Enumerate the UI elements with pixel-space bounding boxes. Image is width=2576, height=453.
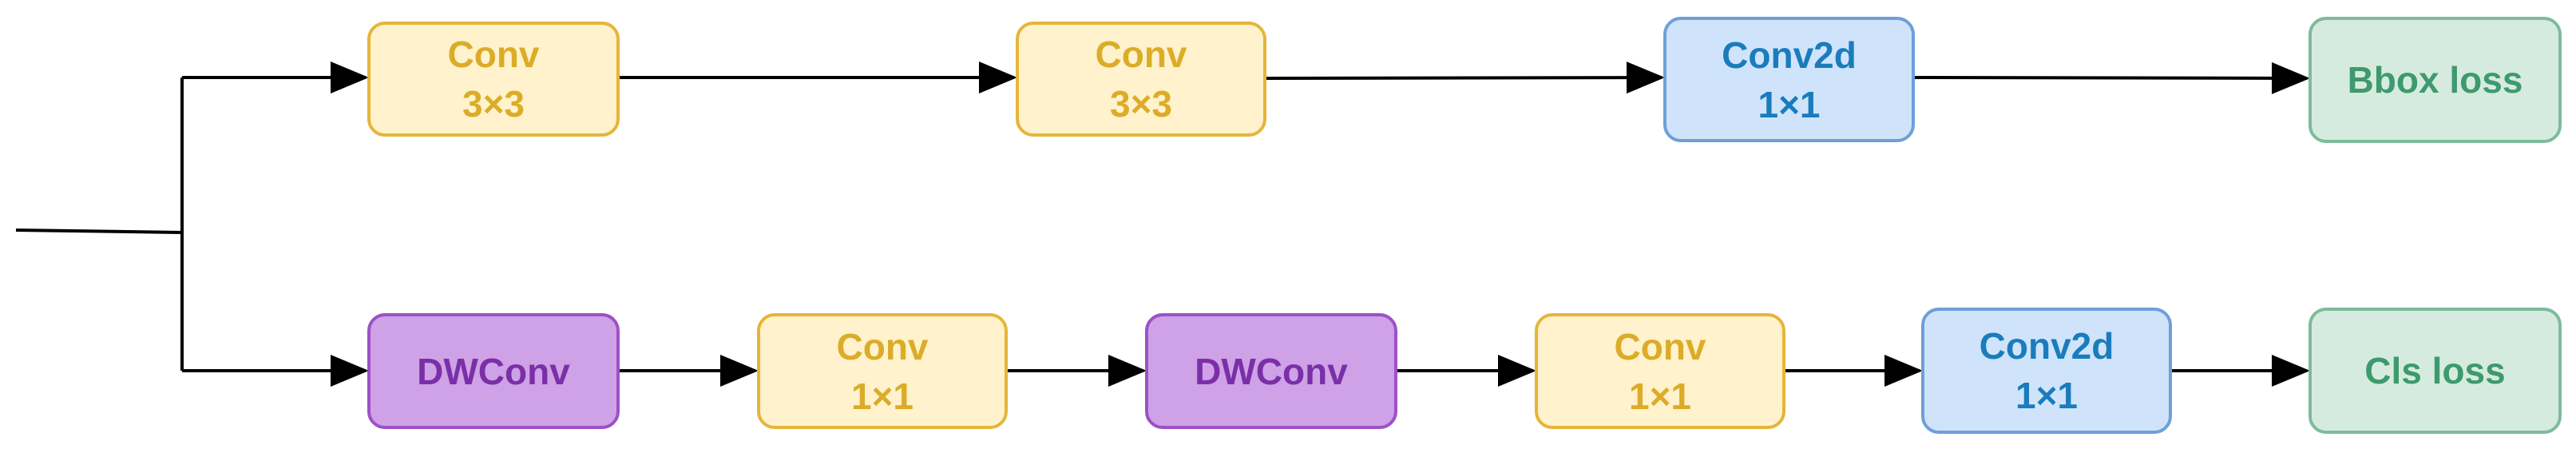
top-conv-3x3-box-1: Conv 3×3 <box>367 22 620 137</box>
box-kernel: 3×3 <box>462 83 525 125</box>
box-kernel: 3×3 <box>1109 83 1173 125</box>
box-title: Conv2d <box>1722 34 1857 76</box>
box-title: DWConv <box>1195 350 1348 392</box>
top-conv-3x3-box-2: Conv 3×3 <box>1016 22 1266 137</box>
bottom-conv-1x1-box-1: Conv 1×1 <box>757 313 1008 429</box>
box-title: Cls loss <box>2364 350 2506 391</box>
arrow-to-bbox-loss <box>1914 62 2310 94</box>
bottom-conv2d-1x1-box: Conv2d 1×1 <box>1921 308 2172 434</box>
box-title: Bbox loss <box>2347 59 2523 101</box>
bottom-conv-1x1-box-2: Conv 1×1 <box>1535 313 1785 429</box>
cls-loss-box: Cls loss <box>2308 308 2562 434</box>
box-kernel: 1×1 <box>1628 375 1692 417</box>
bottom-dwconv-box-1: DWConv <box>367 313 620 429</box>
bbox-loss-box: Bbox loss <box>2308 17 2562 143</box>
box-title: Conv <box>1095 34 1187 75</box>
box-title: DWConv <box>417 350 570 392</box>
box-kernel: 1×1 <box>1758 83 1821 125</box>
box-kernel: 1×1 <box>850 375 914 417</box>
arrow-to-top-conv2d <box>1266 62 1665 94</box>
top-conv2d-1x1-box: Conv2d 1×1 <box>1663 17 1915 142</box>
box-title: Conv <box>1614 325 1706 368</box>
box-title: Conv <box>836 325 929 368</box>
box-title: Conv <box>447 34 540 75</box>
input-line <box>15 228 183 234</box>
box-title: Conv2d <box>1979 325 2114 367</box>
bottom-dwconv-box-2: DWConv <box>1145 313 1397 429</box>
box-kernel: 1×1 <box>2015 375 2079 416</box>
